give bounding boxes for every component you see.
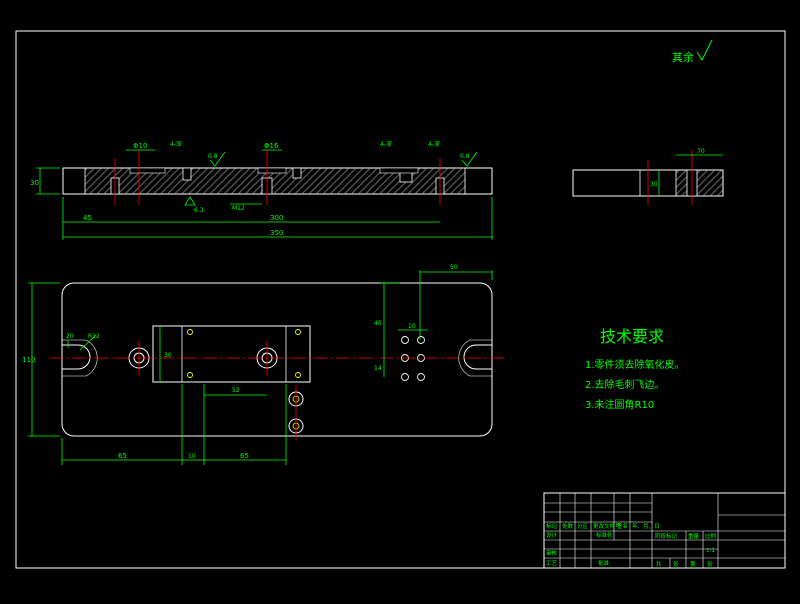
front-counterbore-right: [379, 167, 419, 174]
front-label-depth-right: 4-深: [380, 140, 392, 148]
tb-label-change-doc: 更改文件号: [593, 522, 621, 530]
top-dimensions: [28, 270, 493, 465]
side-dimensions: [658, 154, 723, 196]
tech-requirement-3: 3.未注圆角R10: [585, 398, 654, 411]
top-dim-left-slot: 20: [66, 333, 74, 340]
top-dim-bottom-left: 65: [118, 452, 127, 460]
title-block-labels: 标记 处数 分区 更改文件号 签名 年、月、日 设计 标准化 审核 工艺 批准 …: [546, 522, 717, 568]
drawing-border: [15, 30, 786, 569]
tb-sheet-total: 共: [656, 560, 662, 568]
title-block: 标记 处数 分区 更改文件号 签名 年、月、日 设计 标准化 审核 工艺 批准 …: [543, 492, 786, 569]
top-dim-right-vert: 40: [374, 320, 382, 327]
front-hole-2: [182, 167, 192, 181]
top-view-outline: [61, 282, 493, 437]
tb-label-count: 处数: [562, 522, 574, 530]
top-dim-small-hole: 10: [408, 323, 416, 330]
top-pin-holes: [401, 336, 425, 381]
front-label-m12: M12: [232, 205, 245, 212]
front-counterbore-left: [129, 167, 166, 174]
front-hole-4: [292, 167, 302, 179]
front-dim-offset-left: 45: [83, 214, 92, 222]
roughness-note-text: 其余: [672, 50, 694, 64]
front-dim-thickness: 30: [30, 179, 39, 187]
front-label-depth-left: 4-深: [170, 140, 182, 148]
tb-label-weight: 重量: [688, 532, 700, 540]
tb-label-stage: 阶段标记: [655, 532, 678, 540]
top-dim-block-width: 52: [232, 387, 240, 394]
top-dim-right-small: 14: [374, 365, 382, 372]
side-view: 70 30: [572, 148, 724, 205]
title-block-border: [543, 492, 786, 569]
top-dim-right-width: 50: [450, 264, 458, 271]
top-dim-bottom-mid: 10: [188, 453, 196, 460]
top-small-holes: [187, 329, 301, 378]
tb-label-approve: 批准: [598, 559, 610, 567]
tb-sheet-label2: 张: [707, 560, 713, 568]
front-roughness-bottom: 6.3: [194, 207, 204, 214]
top-right-slot: [463, 344, 492, 370]
front-view: 45 300 350 30 Φ10 Φ16 4-深 4-深 4-深 0.8 0.…: [30, 140, 493, 240]
tb-sheet-label: 张: [673, 560, 679, 568]
tb-label-date: 年、月、日: [632, 522, 660, 530]
top-view: 110 20 R12 30 52 50 40 14 65 10 65 10: [22, 264, 505, 465]
tech-requirements: 技术要求 1.零件须去除氧化皮。 2.去除毛刺飞边。 3.未注圆角R10: [585, 327, 685, 411]
front-dim-phi16: Φ16: [264, 142, 279, 150]
roughness-note: 其余: [672, 39, 713, 64]
title-block-grid: [544, 493, 785, 568]
tb-label-reviewer: 审核: [546, 549, 558, 557]
top-dim-block-height: 30: [164, 352, 172, 359]
tb-label-process: 工艺: [546, 560, 558, 567]
front-dim-center-span: 300: [270, 214, 283, 222]
tech-requirement-2: 2.去除毛刺飞边。: [585, 378, 665, 391]
tb-label-sign: 签名: [617, 522, 628, 530]
top-dim-bottom-right: 65: [240, 452, 249, 460]
tb-label-designer: 设计: [546, 531, 558, 539]
side-dim-width: 70: [697, 148, 705, 155]
tb-label-mark: 标记: [546, 522, 558, 530]
tb-label-standardization: 标准化: [596, 531, 613, 539]
side-view-section: [675, 169, 724, 197]
tb-label-zone: 分区: [577, 522, 589, 530]
tech-requirements-title: 技术要求: [600, 327, 664, 346]
top-dim-total-height: 110: [22, 356, 35, 364]
front-roughness-2: 0.8: [460, 153, 470, 160]
front-dim-overall: 350: [270, 229, 283, 237]
front-counterbore-mid: [257, 167, 287, 174]
top-dim-left-radius: R12: [88, 333, 100, 340]
roughness-check-icon: [696, 39, 713, 62]
top-raised-block: [152, 325, 311, 383]
tb-sheet-no: 第: [690, 560, 696, 568]
front-label-depth-right2: 4-深: [428, 140, 440, 148]
tech-requirement-1: 1.零件须去除氧化皮。: [585, 358, 685, 371]
top-left-slot: [62, 344, 91, 370]
front-dimensions: [36, 149, 493, 240]
side-dim-height: 30: [650, 181, 658, 188]
front-roughness-1: 0.8: [208, 153, 218, 160]
tb-label-scale: 比例: [705, 532, 717, 540]
front-dim-phi10: Φ10: [133, 142, 147, 150]
tb-scale-value: 1:1: [706, 548, 715, 554]
